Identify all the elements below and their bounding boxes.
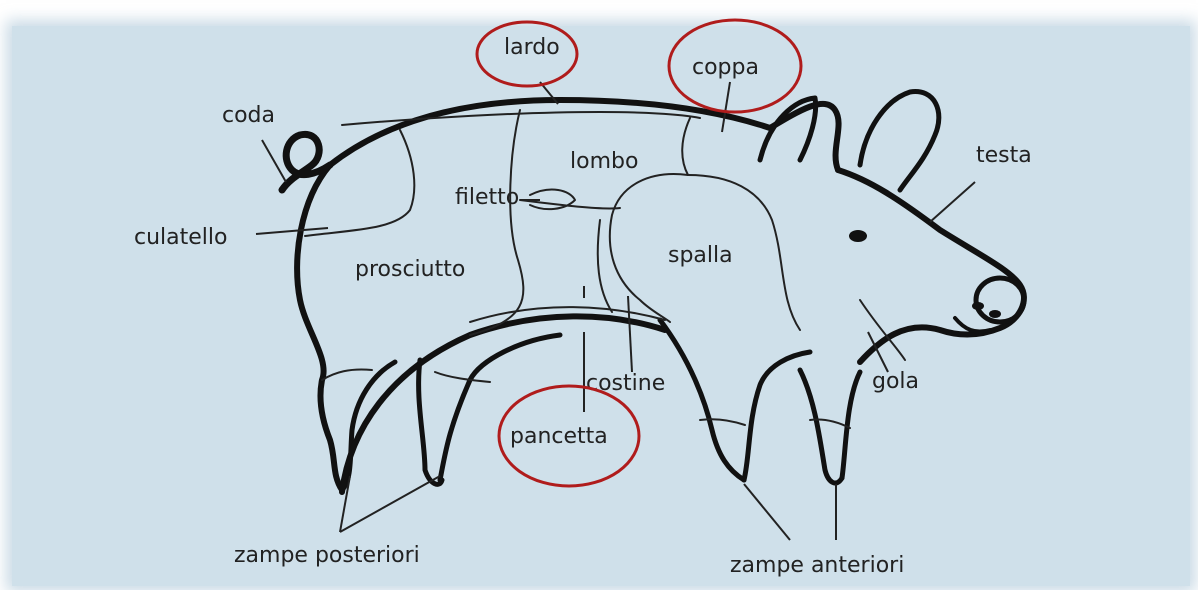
label-testa: testa (976, 143, 1032, 168)
label-zampe-posteriori: zampe posteriori (234, 543, 420, 568)
label-prosciutto: prosciutto (355, 257, 465, 282)
label-coppa: coppa (692, 55, 759, 80)
label-costine: costine (586, 371, 665, 396)
label-lombo: lombo (570, 149, 638, 174)
label-filetto: filetto (455, 185, 519, 210)
label-spalla: spalla (668, 243, 733, 268)
pig-outline (282, 92, 1024, 492)
label-zampe-anteriori: zampe anteriori (730, 553, 904, 578)
label-lardo: lardo (504, 35, 560, 60)
label-coda: coda (222, 103, 275, 128)
label-pancetta: pancetta (510, 424, 608, 449)
label-gola: gola (872, 369, 919, 394)
label-culatello: culatello (134, 225, 227, 250)
